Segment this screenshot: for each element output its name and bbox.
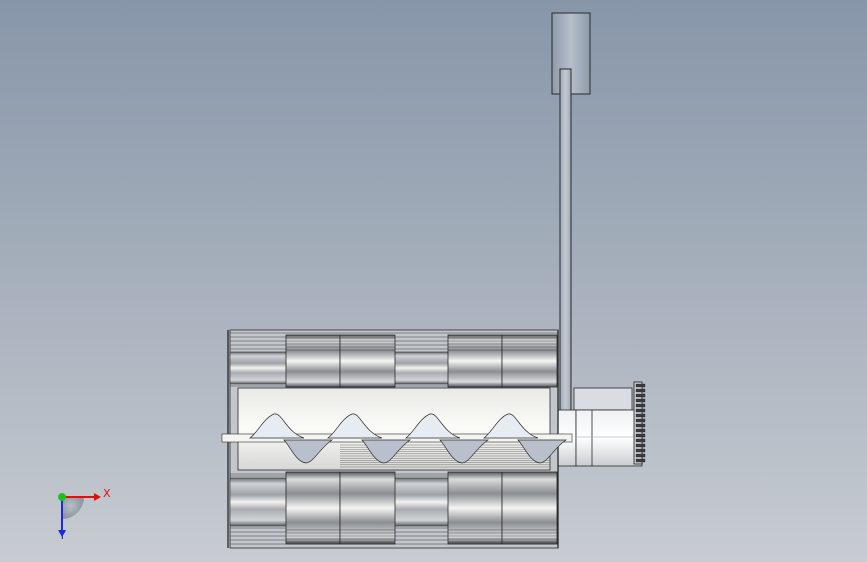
drum-band[interactable] <box>339 334 396 545</box>
drum-band[interactable] <box>447 334 503 545</box>
drum-band[interactable] <box>501 334 558 545</box>
drum-band[interactable] <box>285 334 341 545</box>
coordinate-triad <box>58 493 101 537</box>
vertical-arm[interactable] <box>559 68 572 442</box>
sprocket-gear[interactable] <box>633 381 646 465</box>
screw-auger[interactable] <box>248 413 568 464</box>
y-axis-dot-icon <box>58 493 66 501</box>
triad-plane-icon <box>62 497 84 519</box>
triad-x-label: X <box>103 487 111 500</box>
x-arrowhead-icon <box>94 493 101 501</box>
triad-y-label: Y <box>59 529 66 542</box>
z-arrowhead-icon <box>58 530 66 537</box>
motor-housing[interactable] <box>551 387 643 467</box>
